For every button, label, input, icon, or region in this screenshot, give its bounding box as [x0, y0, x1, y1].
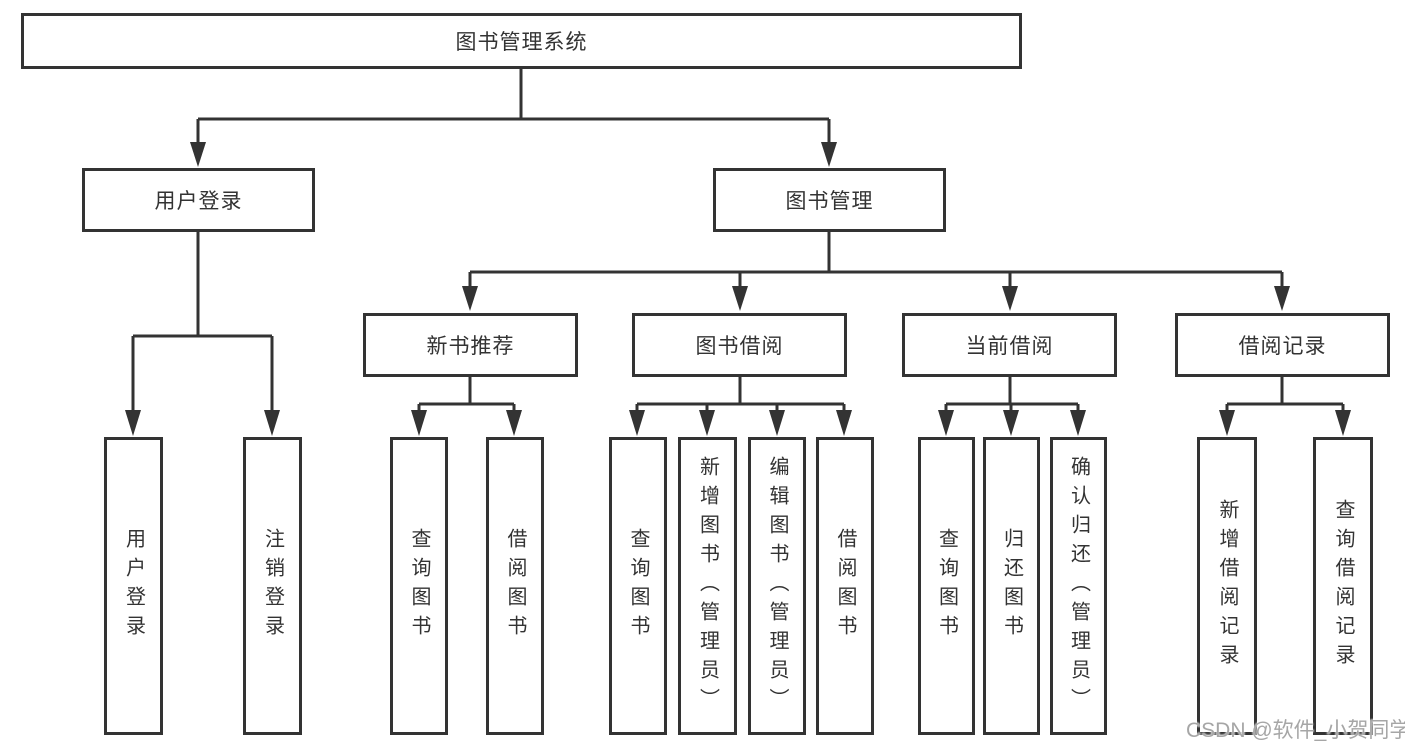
node-borrow-records: 借阅记录: [1175, 313, 1390, 377]
node-new-book-recommend: 新书推荐: [363, 313, 578, 377]
arrow-down-icon: [125, 410, 141, 436]
leaf-add-borrow-record: 新增借阅记录: [1197, 437, 1257, 735]
node-book-management: 图书管理: [713, 168, 946, 232]
arrow-down-icon: [264, 410, 280, 436]
arrow-down-icon: [506, 410, 522, 436]
arrow-down-icon: [629, 410, 645, 436]
arrow-down-icon: [1002, 286, 1018, 311]
arrow-down-icon: [732, 286, 748, 311]
arrow-down-icon: [699, 410, 715, 436]
node-library-management-system: 图书管理系统: [21, 13, 1022, 69]
leaf-query-books-recommend: 查询图书: [390, 437, 448, 735]
arrow-down-icon: [938, 410, 954, 436]
leaf-return-books: 归还图书: [983, 437, 1040, 735]
connector-book-borrow-to-leaves: [629, 377, 852, 436]
connector-new-book-recommend-to-leaves: [411, 377, 522, 436]
connector-book-management-to-level3: [462, 232, 1290, 311]
leaf-query-books-current: 查询图书: [918, 437, 975, 735]
arrow-down-icon: [769, 410, 785, 436]
arrow-down-icon: [462, 286, 478, 311]
arrow-down-icon: [836, 410, 852, 436]
connector-user-login-to-leaves: [125, 232, 280, 436]
leaf-edit-books-admin: 编辑图书（管理员）: [748, 437, 806, 735]
node-user-login: 用户登录: [82, 168, 315, 232]
arrow-down-icon: [1070, 410, 1086, 436]
arrow-down-icon: [411, 410, 427, 436]
connector-borrow-records-to-leaves: [1219, 377, 1351, 436]
arrow-down-icon: [1003, 410, 1019, 436]
node-current-borrow: 当前借阅: [902, 313, 1117, 377]
arrow-down-icon: [190, 142, 206, 167]
leaf-confirm-return-admin: 确认归还（管理员）: [1050, 437, 1107, 735]
arrow-down-icon: [821, 142, 837, 167]
leaf-logout: 注销登录: [243, 437, 302, 735]
arrow-down-icon: [1274, 286, 1290, 311]
csdn-watermark: CSDN @软件_小贺同学: [1186, 719, 1405, 742]
leaf-borrow-books-recommend: 借阅图书: [486, 437, 544, 735]
connector-current-borrow-to-leaves: [938, 377, 1086, 436]
leaf-user-login: 用户登录: [104, 437, 163, 735]
node-book-borrow: 图书借阅: [632, 313, 847, 377]
leaf-query-borrow-record: 查询借阅记录: [1313, 437, 1373, 735]
connector-root-to-level2: [190, 69, 837, 167]
leaf-add-books-admin: 新增图书（管理员）: [678, 437, 737, 735]
leaf-query-books-borrow: 查询图书: [609, 437, 667, 735]
arrow-down-icon: [1335, 410, 1351, 436]
leaf-borrow-books: 借阅图书: [816, 437, 874, 735]
arrow-down-icon: [1219, 410, 1235, 436]
